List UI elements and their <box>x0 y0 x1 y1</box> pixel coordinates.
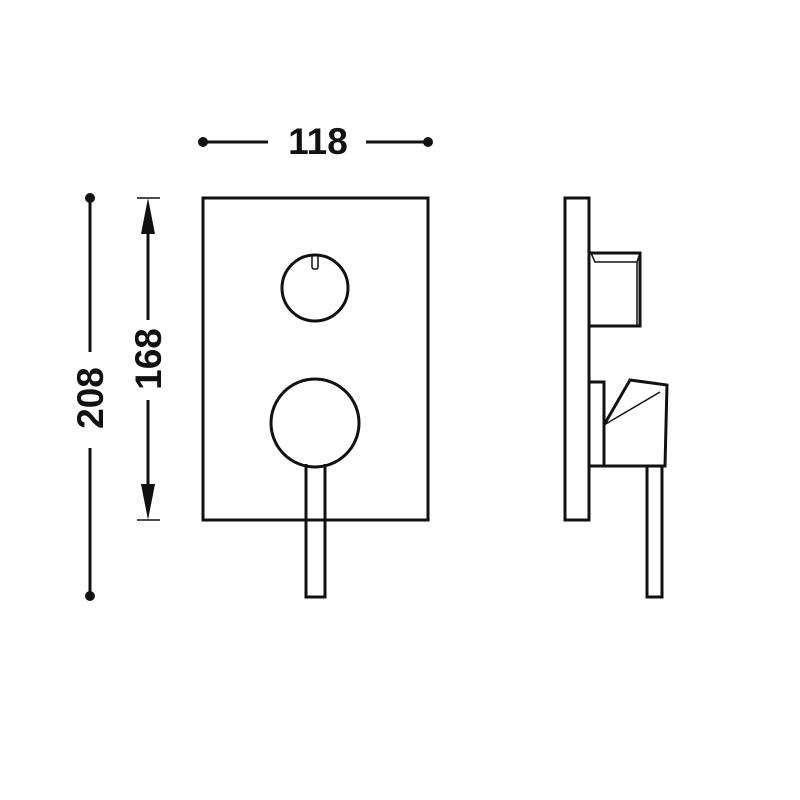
mixer-lever <box>304 464 327 599</box>
plate-height-dimension: 168 <box>128 197 169 521</box>
plate-height-bottom-arrow <box>141 484 155 520</box>
side-mixer-handle <box>602 378 669 468</box>
front-plate <box>201 196 430 522</box>
front-view <box>201 196 430 599</box>
side-plate <box>563 196 591 522</box>
side-mixer-collar <box>589 380 606 468</box>
overall-height-bottom-dot <box>85 591 95 601</box>
side-mixer-lever <box>645 466 664 599</box>
plate-height-label: 168 <box>128 328 169 390</box>
side-diverter-knob <box>589 251 642 328</box>
overall-height-dimension: 208 <box>70 193 111 601</box>
overall-height-label: 208 <box>70 367 111 429</box>
side-view <box>563 196 669 599</box>
mixer-handle-base <box>269 377 361 469</box>
diverter-knob-indicator <box>311 254 319 270</box>
width-dim-label: 118 <box>288 121 348 162</box>
width-dim-end-dot <box>423 137 433 147</box>
width-dimension: 118 <box>198 121 433 162</box>
side-diverter-knob-top <box>590 252 641 263</box>
diverter-knob <box>280 253 350 323</box>
side-mixer-handle-edge <box>603 391 661 426</box>
plate-height-top-arrow <box>141 198 155 234</box>
